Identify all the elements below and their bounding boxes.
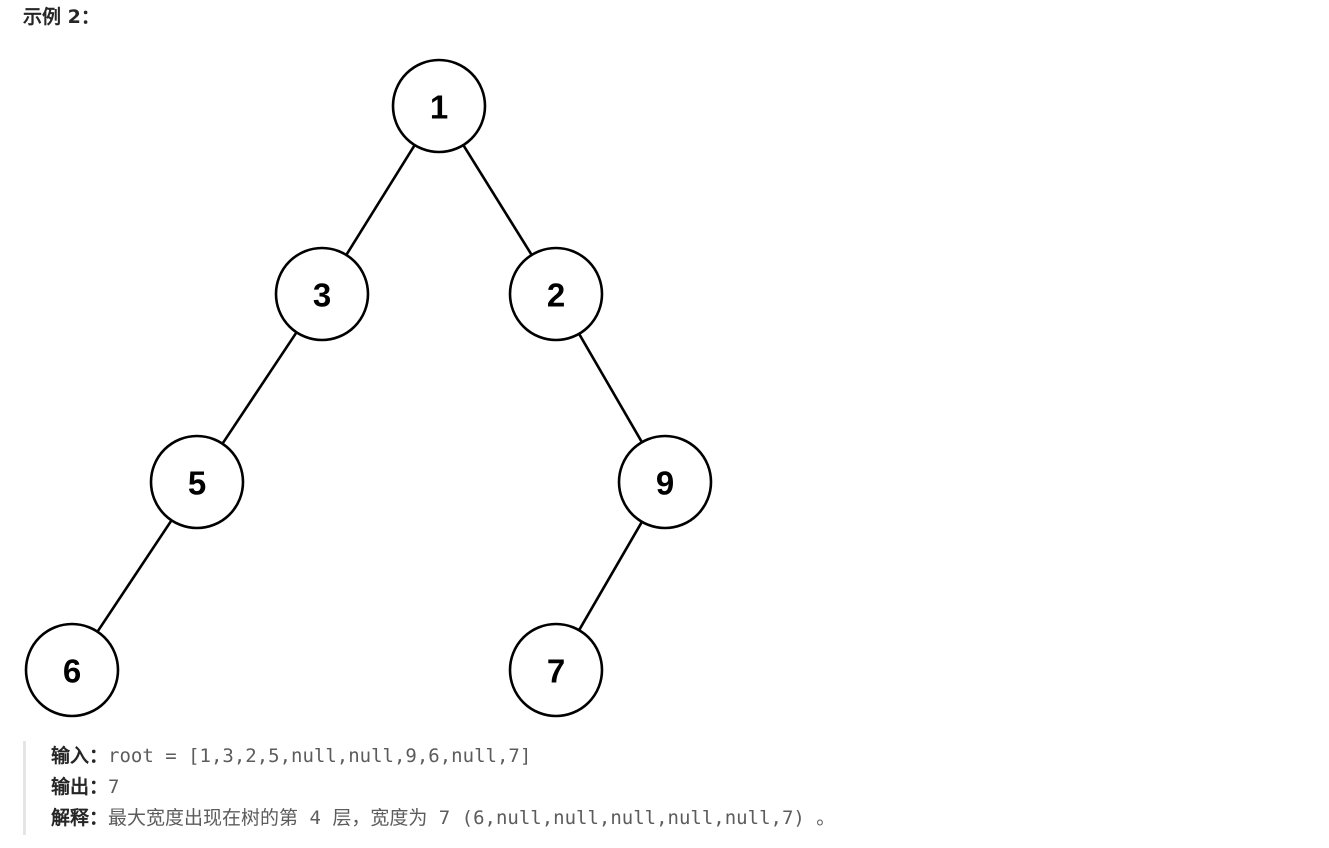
- tree-node: 1: [391, 58, 487, 154]
- tree-node-circle: [508, 622, 604, 718]
- tree-node: 5: [149, 434, 245, 530]
- tree-node-label: 9: [656, 465, 674, 502]
- tree-node-circle: [24, 622, 120, 718]
- tree-node-circle: [617, 434, 713, 530]
- tree-edges: [96, 144, 644, 633]
- tree-node: 2: [508, 246, 604, 342]
- explanation-line: 解释：最大宽度出现在树的第 4 层，宽度为 7 (6,null,null,nul…: [51, 803, 1023, 834]
- tree-node-circle: [391, 58, 487, 154]
- input-label: 输入：: [51, 745, 109, 767]
- tree-node-label: 3: [313, 277, 331, 314]
- output-line: 输出：7: [51, 772, 1023, 803]
- tree-node-label: 5: [188, 465, 206, 502]
- tree-edge: [577, 521, 644, 631]
- tree-node-circle: [149, 434, 245, 530]
- output-value: 7: [108, 776, 120, 798]
- tree-node-label: 2: [547, 277, 565, 314]
- tree-node: 7: [508, 622, 604, 718]
- explanation-label: 解释：: [51, 807, 109, 829]
- tree-node-circle: [274, 246, 370, 342]
- tree-edge: [96, 519, 173, 633]
- explanation-value: 最大宽度出现在树的第 4 层，宽度为 7 (6,null,null,null,n…: [108, 807, 836, 829]
- example-io-block: 输入：root = [1,3,2,5,null,null,9,6,null,7]…: [23, 741, 1023, 835]
- tree-edge: [577, 333, 644, 443]
- tree-node-label: 6: [63, 653, 81, 690]
- tree-edge: [221, 331, 298, 445]
- tree-node-label: 7: [547, 653, 565, 690]
- binary-tree-diagram: 1 3 2 5 9 6 7: [24, 58, 713, 718]
- input-value: root = [1,3,2,5,null,null,9,6,null,7]: [108, 745, 532, 767]
- output-label: 输出：: [51, 776, 109, 798]
- tree-node: 3: [274, 246, 370, 342]
- tree-node-circle: [508, 246, 604, 342]
- tree-node-label: 1: [430, 89, 448, 126]
- tree-node: 9: [617, 434, 713, 530]
- tree-node: 6: [24, 622, 120, 718]
- tree-edge: [462, 144, 533, 256]
- example-heading: 示例 2：: [23, 6, 100, 28]
- tree-nodes: 1 3 2 5 9 6 7: [24, 58, 713, 718]
- tree-edge: [345, 144, 416, 256]
- input-line: 输入：root = [1,3,2,5,null,null,9,6,null,7]: [51, 741, 1023, 772]
